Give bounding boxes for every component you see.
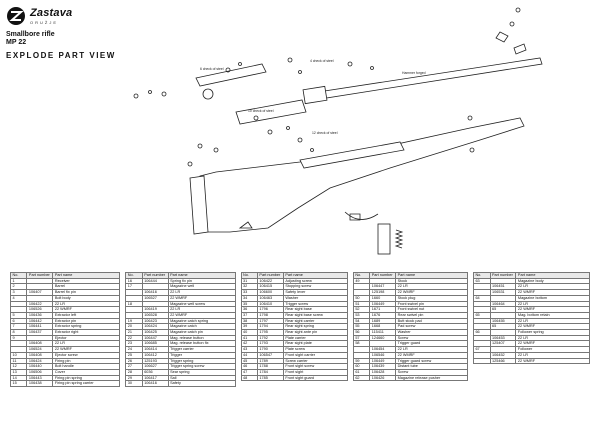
brand-name: Zastava (30, 6, 73, 19)
callout-5: 12 check of steel (312, 131, 338, 135)
zastava-logo-icon (7, 7, 25, 25)
receiver (235, 99, 307, 125)
callout-1: 6 check of steel (200, 67, 224, 71)
title-block: Zastava ORUŽJE Smallbore rifle MP 22 EXP… (6, 6, 166, 60)
cell-name: Front sight guard (282, 374, 348, 382)
header-num: Part number (26, 272, 54, 279)
header-num: Part number (256, 272, 284, 279)
brand-sub: ORUŽJE (30, 19, 58, 25)
cell-no: 48 (240, 374, 258, 382)
page-title: EXPLODE PART VIEW (6, 51, 116, 60)
magazine (377, 223, 391, 255)
bolt-knob (202, 88, 214, 100)
callout-4: 10 check of steel (248, 109, 274, 113)
header-num: Part number (369, 272, 397, 279)
trigger-guard (344, 211, 379, 220)
bolt (195, 63, 267, 87)
stock (199, 117, 525, 233)
cell-no: 62 (352, 374, 371, 382)
follower-spring (394, 229, 404, 249)
cell-num: 106438 (26, 380, 54, 388)
cell-num: 106426 (369, 374, 397, 382)
brand-row: Zastava ORUŽJE (6, 6, 166, 26)
cell-name: 22 WMRF (515, 357, 591, 365)
butt-pad (189, 175, 209, 235)
barrel-breech (302, 85, 328, 105)
cell-name: Firing pin spring carrier (52, 380, 121, 388)
cell-no: 15 (9, 380, 28, 388)
cell-name: Magazine release pusher (395, 374, 468, 382)
product-model: MP 22 (6, 39, 27, 46)
cell-num: 1785 (256, 374, 284, 382)
cell-name: Safety (167, 380, 236, 388)
cell-num: 106416 (141, 380, 169, 388)
exploded-drawing: 6 check of steel 4 check of steel Hammer… (133, 7, 543, 255)
cell-num: 125466 (489, 357, 517, 365)
callout-2: 4 check of steel (310, 59, 334, 63)
cell-no: 30 (125, 380, 143, 388)
header-num: Part number (141, 272, 169, 279)
product-line: Smallbore rifle (6, 31, 55, 38)
receiver-in-stock (299, 141, 405, 169)
header-num: Part number (489, 272, 517, 279)
cell-no (472, 357, 491, 365)
callout-3: Hammer forged (402, 71, 426, 75)
